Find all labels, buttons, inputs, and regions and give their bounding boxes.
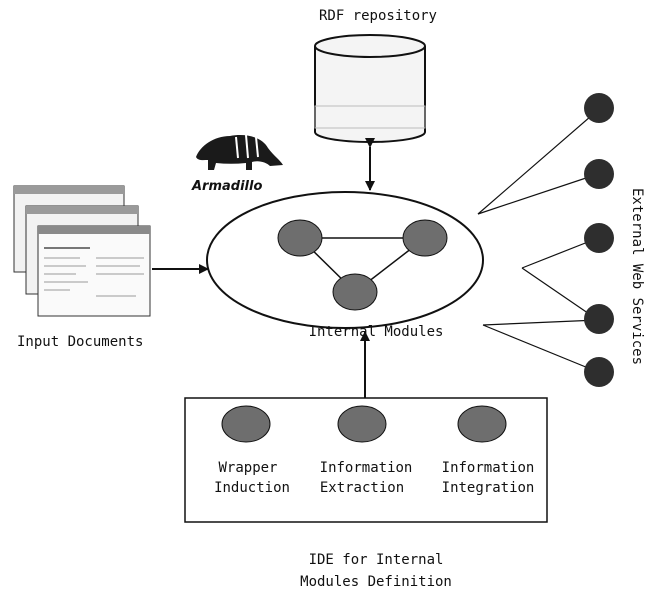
ide-caption-line2: Modules Definition <box>300 574 452 590</box>
external-service-node <box>584 93 614 123</box>
external-service-node <box>584 223 614 253</box>
ide-caption-line1: IDE for Internal <box>309 552 444 568</box>
external-connections <box>477 109 599 373</box>
external-service-node <box>584 304 614 334</box>
information-extraction-node <box>337 405 387 443</box>
module-3-line1: Information <box>442 460 535 476</box>
internal-node-right <box>402 219 448 257</box>
logo-text: Armadillo <box>191 179 262 194</box>
wrapper-induction-node <box>221 405 271 443</box>
repository-label: RDF repository <box>319 8 437 24</box>
module-1-line2: Induction <box>214 480 290 496</box>
external-services-label: External Web Services <box>629 188 645 365</box>
armadillo-logo: Armadillo <box>191 134 283 194</box>
internal-module-graph <box>277 219 448 311</box>
module-1-line1: Wrapper <box>218 460 277 476</box>
rdf-repository-cylinder-icon <box>314 34 426 143</box>
internal-modules-label: Internal Modules <box>309 324 444 340</box>
module-2-line2: Extraction <box>320 480 404 496</box>
external-service-node <box>584 357 614 387</box>
input-documents-label: Input Documents <box>17 334 143 350</box>
input-documents-icon <box>13 185 151 317</box>
module-3-line2: Integration <box>442 480 535 496</box>
external-service-nodes <box>584 93 614 387</box>
internal-node-left <box>277 219 323 257</box>
internal-node-bottom <box>332 273 378 311</box>
external-service-node <box>584 159 614 189</box>
information-integration-node <box>457 405 507 443</box>
module-2-line1: Information <box>320 460 413 476</box>
